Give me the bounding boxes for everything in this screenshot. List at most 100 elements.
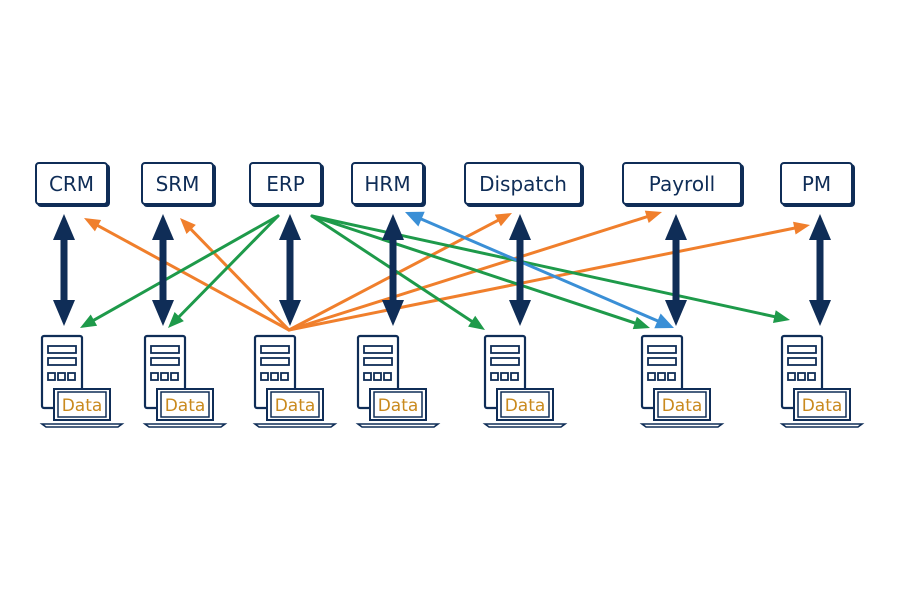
system-box-erp: ERP: [249, 162, 322, 205]
arrow-erp-to-payroll-data: [310, 214, 650, 330]
server-drive-bay: [260, 345, 290, 354]
system-label-pm: PM: [801, 171, 832, 196]
server-drive-bay: [787, 345, 817, 354]
arrow-layer: [53, 210, 831, 332]
laptop-screen: [373, 391, 423, 418]
arrow-dispatch-vertical: [509, 214, 531, 326]
system-label-erp: ERP: [266, 171, 305, 196]
arrow-hrm-vertical-head-start: [382, 214, 404, 240]
arrow-data-to-crm-shaft: [93, 222, 291, 332]
arrow-srm-vertical-head-end: [152, 300, 174, 326]
arrow-crm-vertical-head-end: [53, 300, 75, 326]
system-label-crm: CRM: [48, 171, 95, 196]
arrow-data-to-pm-shaft: [287, 226, 799, 332]
data-label: Data: [802, 396, 843, 416]
server-port: [373, 372, 382, 381]
server-port: [657, 372, 666, 381]
arrow-erp-to-srm-data: [168, 214, 280, 328]
server-port: [170, 372, 179, 381]
server-port: [667, 372, 676, 381]
server-port: [363, 372, 372, 381]
arrow-erp-to-crm-data: [80, 214, 280, 328]
laptop-base: [39, 423, 125, 428]
server-port: [807, 372, 816, 381]
station-5: Data: [482, 334, 568, 428]
arrow-erp-to-pm-data-head-end: [772, 310, 790, 323]
arrow-payroll-vertical: [665, 214, 687, 326]
arrow-erp-vertical-head-end: [279, 300, 301, 326]
arrow-pm-vertical-head-start: [809, 214, 831, 240]
laptop-base: [142, 423, 228, 428]
system-label-payroll: Payroll: [648, 171, 716, 196]
server-port: [490, 372, 499, 381]
arrow-erp-vertical-head-start: [279, 214, 301, 240]
server-port: [260, 372, 269, 381]
arrow-erp-to-srm-data-head-end: [168, 312, 184, 328]
system-box-pm: PM: [780, 162, 853, 205]
server-drive-bay: [787, 357, 817, 366]
arrow-data-to-crm-head-end: [84, 218, 102, 232]
server-drive-bay: [363, 345, 393, 354]
station-2: Data: [142, 334, 228, 428]
arrow-erp-to-crm-data-shaft: [89, 214, 280, 324]
server-drive-bay: [647, 357, 677, 366]
arrow-erp-to-srm-data-shaft: [175, 214, 280, 321]
system-label-srm: SRM: [155, 171, 200, 196]
system-box-dispatch: Dispatch: [464, 162, 582, 205]
arrow-erp-vertical: [279, 214, 301, 326]
laptop-screen: [797, 391, 847, 418]
arrow-hrm-vertical: [382, 214, 404, 326]
server-port: [280, 372, 289, 381]
arrow-srm-vertical: [152, 214, 174, 326]
laptop-screen: [270, 391, 320, 418]
arrow-data-to-pm: [287, 221, 810, 332]
server-port: [787, 372, 796, 381]
arrow-payroll-vertical-head-end: [665, 300, 687, 326]
arrow-hrm-to-payroll-data-shaft: [416, 216, 663, 324]
laptop-screen: [160, 391, 210, 418]
laptop-screen: [500, 391, 550, 418]
arrow-pm-vertical: [809, 214, 831, 326]
system-box-hrm: HRM: [351, 162, 424, 205]
server-drive-bay: [150, 345, 180, 354]
arrow-data-to-payroll-head-end: [644, 210, 662, 224]
server-drive-bay: [490, 345, 520, 354]
laptop-base: [639, 423, 725, 428]
laptop-screen: [57, 391, 107, 418]
arrow-crm-vertical-head-start: [53, 214, 75, 240]
server-drive-bay: [363, 357, 393, 366]
arrow-erp-to-crm-data-head-end: [80, 314, 98, 328]
arrow-data-to-payroll: [287, 210, 662, 332]
arrow-dispatch-vertical-head-end: [509, 300, 531, 326]
station-6: Data: [639, 334, 725, 428]
server-drive-bay: [47, 345, 77, 354]
station-1: Data: [39, 334, 125, 428]
data-label: Data: [62, 396, 103, 416]
arrow-data-to-dispatch-head-end: [494, 213, 512, 227]
server-port: [500, 372, 509, 381]
arrow-hrm-vertical-head-end: [382, 300, 404, 326]
server-port: [67, 372, 76, 381]
arrow-erp-to-payroll-data-shaft: [310, 214, 640, 326]
laptop-base: [779, 423, 865, 428]
server-port: [797, 372, 806, 381]
server-port: [270, 372, 279, 381]
server-port: [57, 372, 66, 381]
system-label-dispatch: Dispatch: [479, 171, 567, 196]
server-port: [47, 372, 56, 381]
station-7: Data: [779, 334, 865, 428]
arrow-erp-to-dispatch-data-head-end: [468, 315, 485, 330]
laptop-base: [355, 423, 441, 428]
server-drive-bay: [490, 357, 520, 366]
arrow-hrm-to-payroll-data-head-start: [405, 211, 425, 227]
system-box-srm: SRM: [141, 162, 214, 205]
arrow-data-to-crm: [84, 218, 291, 332]
arrow-crm-vertical: [53, 214, 75, 326]
arrow-data-to-payroll-shaft: [287, 214, 652, 332]
arrow-erp-to-pm-data: [310, 214, 790, 323]
arrow-hrm-to-payroll-data-head-end: [654, 313, 674, 329]
arrow-data-to-srm-head-end: [180, 218, 196, 234]
server-port: [150, 372, 159, 381]
